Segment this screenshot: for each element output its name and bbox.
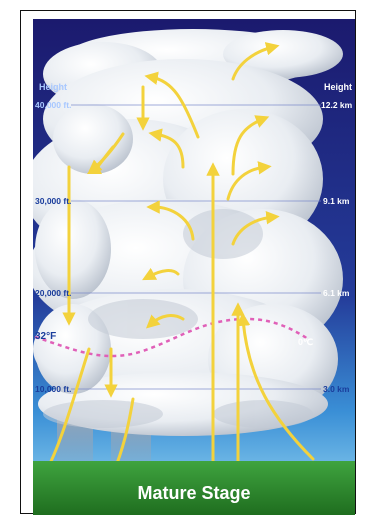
- thunderstorm-diagram: Height Height 40,000 ft. 12.2 km 30,000 …: [33, 19, 355, 515]
- height-label-left: 10,000 ft.: [35, 384, 71, 394]
- height-label-right: 6.1 km: [323, 288, 350, 298]
- circulation-arrow: [146, 200, 195, 241]
- height-label-left: 30,000 ft.: [35, 196, 71, 206]
- circulation-arrow: [226, 161, 272, 201]
- height-label-left: 40,000 ft.: [35, 100, 71, 110]
- circulation-arrow: [144, 71, 200, 139]
- height-label-right: 12.2 km: [321, 100, 353, 110]
- circulation-arrow: [231, 115, 270, 176]
- cloud-shading: [43, 209, 313, 428]
- airflow-arrows: [41, 42, 315, 481]
- left-axis-title: Height: [39, 82, 67, 92]
- circulation-arrow: [145, 314, 185, 329]
- freezing-label-right: 0℃: [298, 337, 313, 347]
- circulation-arrow: [231, 42, 280, 81]
- height-label-right: 9.1 km: [323, 196, 350, 206]
- circulation-arrow: [231, 210, 280, 246]
- circulation-arrow: [148, 128, 185, 169]
- freezing-level-line: [34, 317, 309, 358]
- height-label-right: 3.0 km: [323, 384, 350, 394]
- height-label-left: 20,000 ft.: [35, 288, 71, 298]
- diagram-frame: Height Height 40,000 ft. 12.2 km 30,000 …: [20, 10, 356, 515]
- stage-caption: Mature Stage: [137, 483, 250, 503]
- ground-band: [33, 461, 355, 515]
- circulation-arrow: [142, 267, 180, 281]
- updraft-arrow: [236, 312, 315, 461]
- right-axis-title: Height: [324, 82, 352, 92]
- freezing-label-left: 32°F: [35, 331, 56, 342]
- circulation-arrow: [86, 145, 115, 175]
